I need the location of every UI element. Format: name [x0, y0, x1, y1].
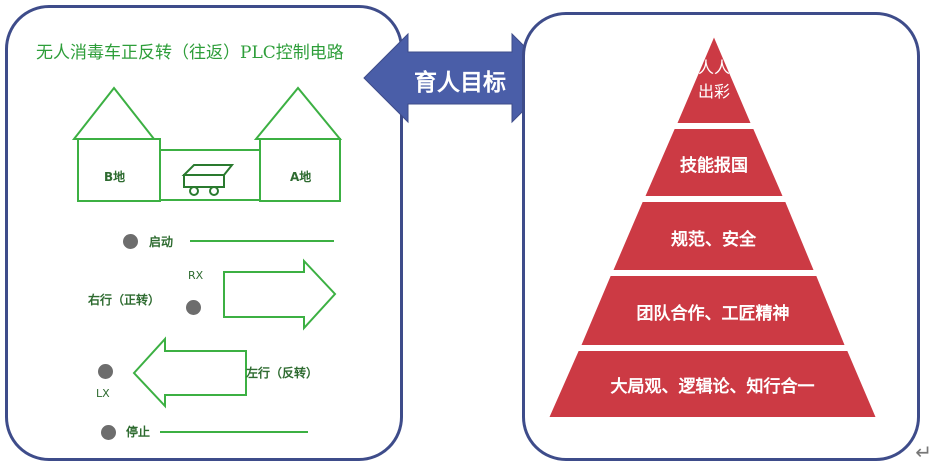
pyramid-label-2: 技能报国 — [680, 156, 748, 176]
car-icon — [181, 164, 235, 196]
left-panel: 无人消毒车正反转（往返）PLC控制电路 — [5, 5, 403, 461]
pyramid-label-5: 大局观、逻辑论、知行合一 — [610, 377, 815, 397]
pyramid-level-2 — [642, 127, 786, 198]
stop-label: 停止 — [126, 425, 151, 439]
pyramid-label-3: 规范、安全 — [671, 230, 756, 250]
lx-indicator — [98, 364, 113, 379]
start-label: 启动 — [149, 235, 174, 249]
right-forward-label: 右行（正转） — [88, 293, 161, 307]
left-reverse-label: 左行（反转） — [246, 366, 319, 380]
start-indicator — [123, 234, 138, 249]
circuit-diagram — [71, 86, 343, 433]
house-b-label: B地 — [104, 170, 126, 184]
center-label: 育人目标 — [414, 70, 506, 96]
house-a-icon — [253, 86, 343, 202]
arrow-left-icon — [132, 336, 247, 409]
house-a-label: A地 — [290, 170, 312, 184]
house-b-icon — [71, 86, 161, 202]
lx-label: LX — [96, 387, 110, 400]
rx-indicator — [186, 300, 201, 315]
stop-indicator — [101, 425, 116, 440]
pyramid-level-4 — [578, 274, 848, 347]
pyramid-label-1: 人人 出彩 — [697, 58, 730, 101]
pyramid-level-3 — [610, 200, 817, 272]
pyramid-level-5 — [546, 349, 879, 419]
rx-label: RX — [188, 269, 204, 282]
circuit-title: 无人消毒车正反转（往返）PLC控制电路 — [36, 43, 344, 63]
pyramid-level-1 — [674, 32, 754, 125]
arrow-right-icon — [223, 258, 337, 331]
pyramid-label-4: 团队合作、工匠精神 — [636, 304, 790, 324]
return-icon: ↵ — [915, 440, 932, 464]
